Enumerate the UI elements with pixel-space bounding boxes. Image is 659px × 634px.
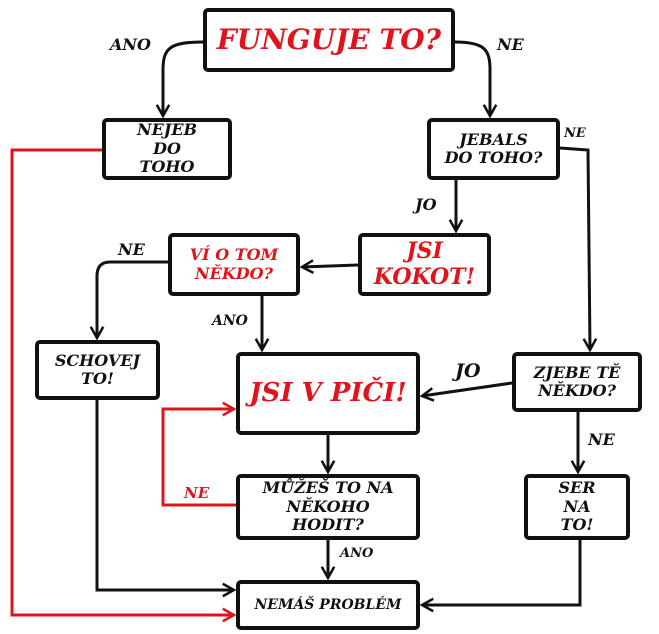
edge-vi-ne [97, 260, 168, 338]
node-ser-na-to: SER NA TO! [524, 474, 630, 540]
label-vi-ano: ANO [212, 313, 248, 329]
edge-zjebe-jo [422, 381, 513, 396]
edge-start-ano [163, 40, 204, 116]
label-muzes-ano: ANO [340, 546, 374, 561]
label-jebals-ne: NE [564, 126, 586, 141]
label-vi-ne: NE [118, 240, 145, 259]
node-zjebe-te-nekdo: ZJEBE TĚ NĚKDO? [512, 352, 642, 412]
edge-nejeb-problem [10, 148, 234, 615]
edge-jebals-ne [559, 146, 590, 350]
node-schovej-to: SCHOVEJ TO! [35, 340, 160, 400]
node-muzes-to-na-nekoho-hodit: MŮŽEŠ TO NA NĚKOHO HODIT? [236, 474, 420, 540]
node-jsi-v-pici: JSI V PIČI! [236, 352, 420, 435]
node-nemas-problem: NEMÁŠ PROBLÉM [236, 580, 420, 630]
node-jsi-kokot: JSI KOKOT! [358, 233, 491, 296]
label-zjebe-jo: JO [455, 360, 481, 382]
edge-schovej [95, 400, 234, 590]
label-start-ne: NE [497, 35, 524, 54]
node-vi-o-tom-nekdo: VÍ O TOM NĚKDO? [168, 233, 300, 296]
node-nejeb-do-toho: NEJEB DO TOHO [102, 118, 232, 180]
label-jebals-jo: JO [415, 195, 437, 214]
label-muzes-ne: NE [184, 484, 210, 502]
edge-ser [422, 540, 582, 605]
node-funguje-to: FUNGUJE TO? [203, 8, 455, 72]
edge-kokot-vi [302, 265, 359, 267]
label-zjebe-ne: NE [588, 430, 615, 449]
edge-start-ne [454, 40, 490, 116]
edge-muzes-ne [161, 409, 236, 507]
node-jebals-do-toho: JEBALS DO TOHO? [427, 118, 560, 180]
label-start-ano: ANO [110, 35, 151, 54]
